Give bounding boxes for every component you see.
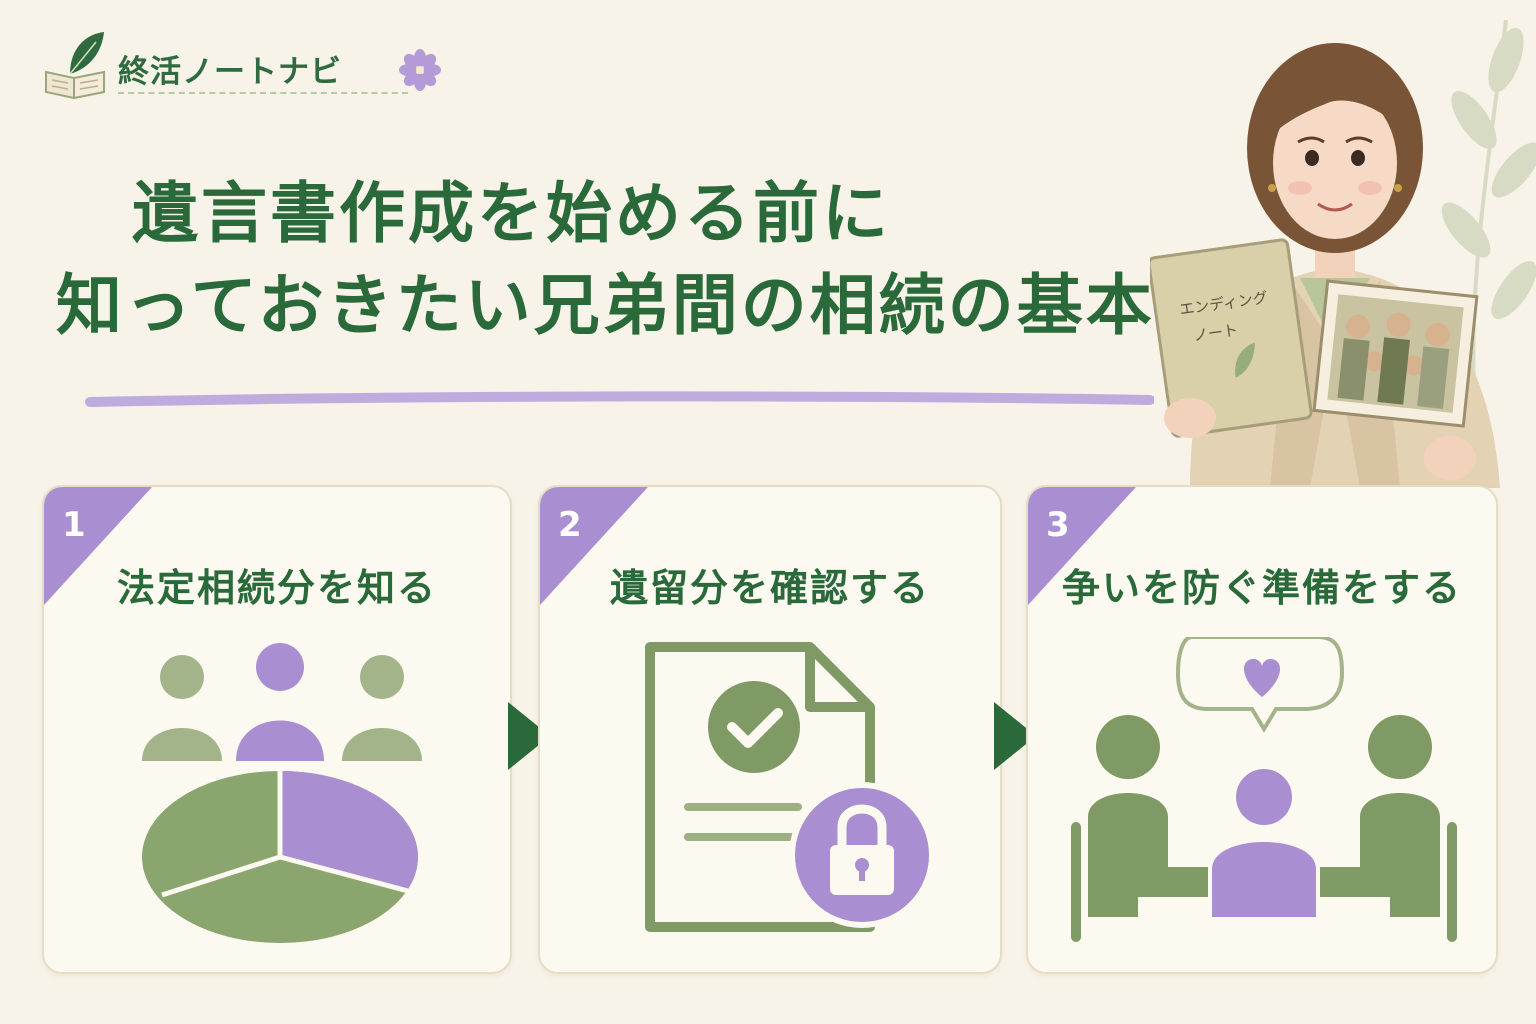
step-card-2: 2 遺留分を確認する (538, 485, 1002, 974)
step-number-badge (1028, 487, 1136, 605)
document-check-lock-icon (645, 642, 935, 932)
step-number: 1 (62, 505, 86, 545)
step-title: 争いを防ぐ準備をする (1061, 566, 1462, 610)
headline-line-1: 遺言書作成を始める前に (132, 175, 891, 252)
step-card-3: 3 争いを防ぐ準備をする (1026, 485, 1498, 974)
step-number-badge (44, 487, 152, 605)
step-title: 遺留分を確認する (609, 566, 930, 610)
brand-header: 終活ノートナビ (40, 28, 441, 100)
headline-underline (85, 391, 1154, 407)
arrow-right-icon (508, 702, 550, 770)
headline: 遺言書作成を始める前に 知っておきたい兄弟間の相続の基本 (40, 168, 1180, 352)
family-talk-heart-icon (1071, 637, 1457, 942)
brand-name: 終活ノートナビ (118, 54, 342, 90)
brand-divider (118, 92, 408, 94)
step-number: 2 (558, 505, 582, 545)
woman-holding-ending-note-illustration: エンディング ノート (1150, 43, 1500, 488)
book-leaf-icon (45, 32, 105, 100)
background-leaves (1441, 19, 1536, 420)
people-pie-chart-icon (142, 643, 422, 943)
step-number: 3 (1046, 505, 1070, 545)
step-title: 法定相続分を知る (116, 566, 437, 610)
headline-line-2: 知っておきたい兄弟間の相続の基本 (56, 267, 1155, 344)
flower-icon (399, 49, 441, 91)
step-number-badge (540, 487, 648, 605)
step-card-1: 1 法定相続分を知る (42, 485, 512, 974)
arrow-right-icon (994, 702, 1036, 770)
